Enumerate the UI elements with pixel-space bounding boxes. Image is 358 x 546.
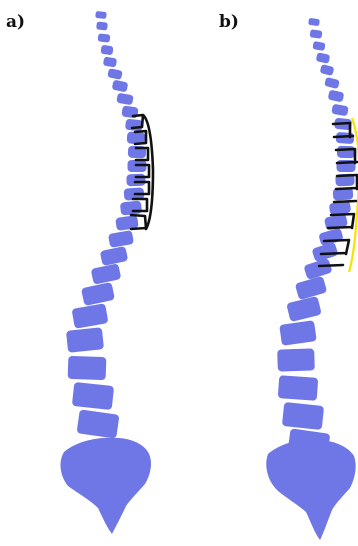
panel-b-label: b) — [219, 12, 239, 32]
spine-b-vertebra-23 — [277, 348, 315, 371]
spine-a-vertebra-14 — [126, 174, 145, 187]
spine-a-vertebra-1 — [95, 11, 107, 19]
spine-b-vertebra-25 — [282, 402, 324, 430]
spine-a-vertebra-16 — [120, 200, 142, 215]
spine-b-vertebra-11 — [337, 146, 355, 159]
spine-b-vertebra-24 — [278, 375, 319, 401]
spine-a-vertebra-25 — [72, 382, 114, 410]
spine-a-vertebra-24 — [68, 356, 107, 380]
spine-a-vertebra-4 — [100, 45, 113, 56]
panel-a-label: a) — [6, 12, 25, 32]
spine-a-vertebra-3 — [98, 33, 111, 42]
spine-a-vertebra-23 — [66, 327, 104, 353]
spine-a-vertebra-2 — [96, 21, 108, 30]
spine-a-vertebra-10 — [125, 119, 143, 132]
